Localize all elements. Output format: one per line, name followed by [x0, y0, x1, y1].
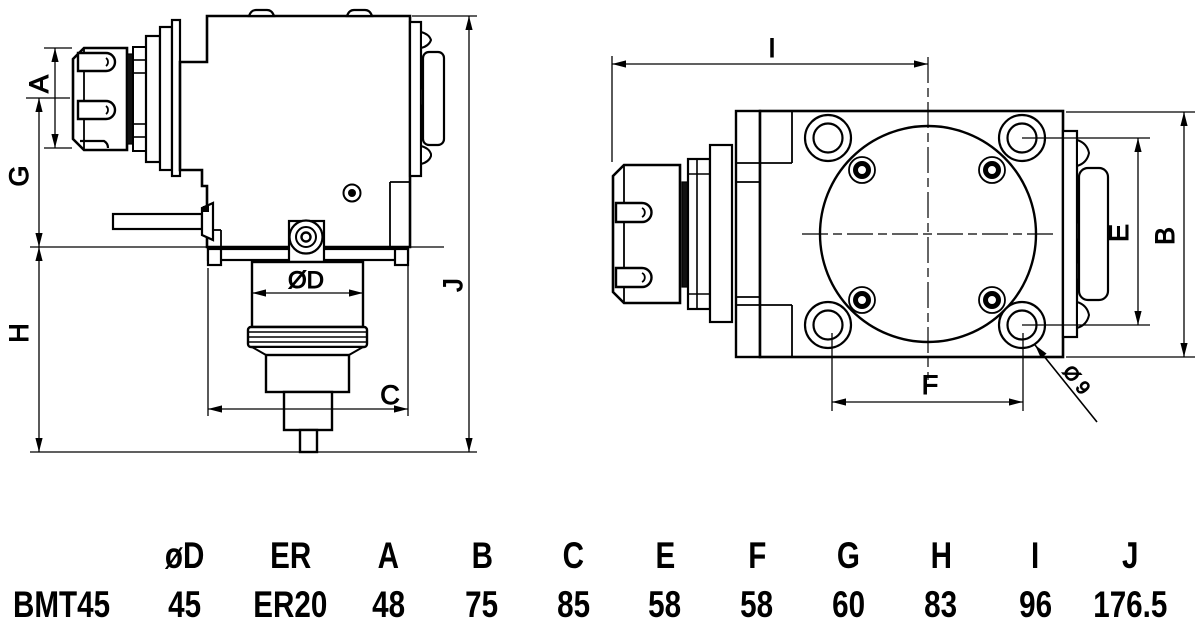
spec-header-i: I — [1031, 535, 1040, 576]
dim-a-label: A — [24, 75, 54, 93]
dim-c-label: C — [380, 380, 400, 410]
dim-h-label: H — [4, 323, 34, 343]
clamp-pin-side — [111, 201, 215, 242]
spec-value-od: 45 — [168, 584, 202, 625]
spec-value-h: 83 — [924, 584, 958, 625]
dim-e-label: E — [1104, 224, 1134, 242]
spec-table: øD ER A B C E F G H I J BMT45 45 ER20 48… — [0, 524, 1200, 623]
dim-e: E — [1104, 138, 1142, 325]
spec-header-c: C — [562, 535, 585, 576]
spec-value-c: 85 — [557, 584, 590, 625]
dim-a: A — [24, 48, 59, 148]
spec-table-header-row: øD ER A B C E F G H I J — [0, 524, 1200, 574]
dim-g-label: G — [4, 165, 34, 186]
spec-header-j: J — [1122, 535, 1139, 576]
dim-c: C — [208, 380, 408, 413]
spec-header-a: A — [377, 535, 400, 576]
dim-d: ØD — [252, 267, 363, 297]
flange-side — [206, 219, 410, 267]
spec-header-b: B — [471, 535, 493, 576]
dim-f: F — [832, 370, 1023, 406]
front-view: I E B F Ø 9 — [611, 33, 1195, 423]
dim-hole-label: Ø 9 — [1058, 362, 1094, 399]
dim-j: J — [438, 15, 473, 452]
dim-i-label: I — [768, 33, 776, 63]
spec-table-value-row: BMT45 45 ER20 48 75 85 58 58 60 83 96 17… — [0, 575, 1200, 623]
coolant-fitting-side — [408, 20, 446, 178]
spec-row-label: BMT45 — [13, 584, 111, 625]
body-front — [758, 57, 1065, 380]
dim-g: G — [4, 98, 43, 247]
collet-nut-side — [71, 18, 182, 178]
body-side — [178, 8, 412, 249]
spec-value-f: 58 — [740, 584, 774, 625]
spec-value-j: 176.5 — [1093, 584, 1168, 625]
spec-value-a: 48 — [372, 584, 405, 625]
side-view: A G H ØD C J — [4, 8, 477, 454]
spec-header-f: F — [747, 535, 767, 576]
dim-b-label: B — [1150, 227, 1180, 245]
spec-header-h: H — [930, 535, 952, 576]
spec-value-er: ER20 — [253, 584, 328, 625]
front-extension-lines — [611, 56, 1195, 411]
coolant-manifold-front — [1061, 129, 1110, 339]
side-extension-lines — [26, 15, 477, 453]
spec-value-g: 60 — [832, 584, 865, 625]
dim-j-label: J — [438, 278, 468, 292]
dim-i: I — [612, 33, 928, 68]
spec-header-od: øD — [165, 535, 205, 576]
dim-h: H — [4, 247, 43, 452]
spec-value-i: 96 — [1019, 584, 1052, 625]
screw-holes — [848, 156, 1006, 314]
dim-b: B — [1150, 112, 1188, 357]
drawing-area: A G H ØD C J — [4, 8, 1195, 454]
collet-nut-front — [611, 143, 734, 324]
dim-f-label: F — [922, 370, 939, 400]
housing-plate-front — [734, 109, 762, 359]
spec-value-e: 58 — [648, 584, 682, 625]
dim-d-label: ØD — [288, 267, 324, 294]
spec-header-er: ER — [269, 535, 312, 576]
spec-header-g: G — [836, 535, 861, 576]
spec-header-e: E — [655, 535, 675, 576]
spec-value-b: 75 — [465, 584, 499, 625]
